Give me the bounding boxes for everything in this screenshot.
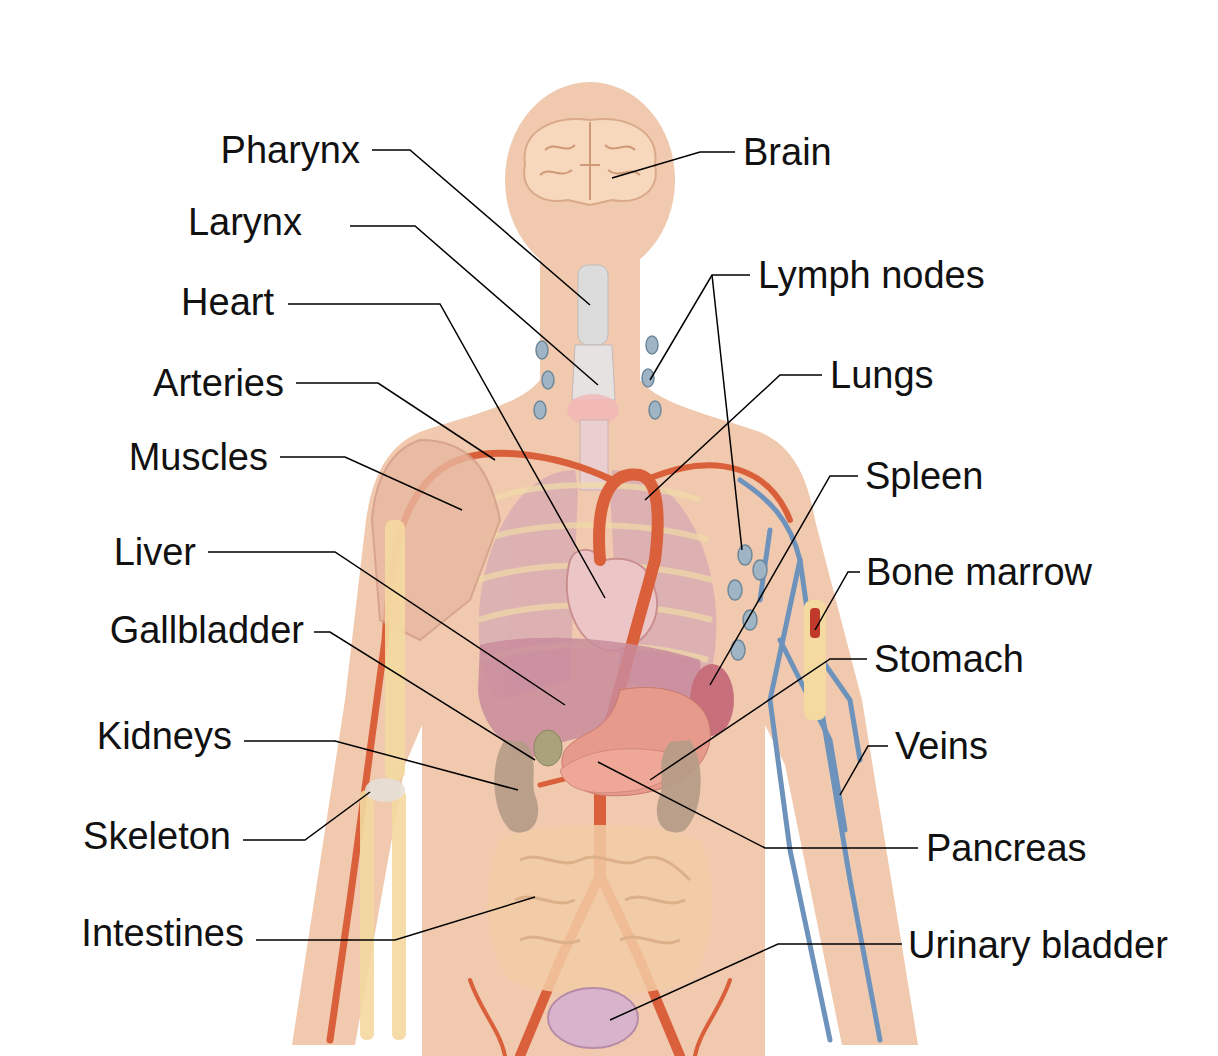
organ-label: Lymph nodes xyxy=(758,253,985,297)
organ-label: Stomach xyxy=(874,637,1024,681)
organ-label: Heart xyxy=(181,280,274,324)
urinary-bladder xyxy=(548,988,638,1048)
arteries xyxy=(330,453,790,1056)
organ-label: Spleen xyxy=(865,454,983,498)
organ-label: Veins xyxy=(895,724,988,768)
organ-label: Pharynx xyxy=(221,128,360,172)
organ-label: Gallbladder xyxy=(110,608,304,652)
bone-marrow xyxy=(804,600,826,720)
organ-label: Intestines xyxy=(81,911,244,955)
lymph-nodes xyxy=(534,336,767,660)
organ-label: Liver xyxy=(114,530,196,574)
brain xyxy=(524,119,656,205)
body-silhouette xyxy=(292,82,918,1056)
organ-label: Skeleton xyxy=(83,814,231,858)
organ-label: Brain xyxy=(743,130,832,174)
intestines xyxy=(488,825,713,995)
veins xyxy=(740,480,880,1040)
organ-label: Muscles xyxy=(129,435,268,479)
organ-label: Larynx xyxy=(188,200,302,244)
organ-label: Arteries xyxy=(153,361,284,405)
organ-label: Lungs xyxy=(830,353,934,397)
organ-label: Bone marrow xyxy=(866,550,1092,594)
gallbladder xyxy=(534,730,562,766)
skeleton-arm xyxy=(360,520,406,1040)
organ-label: Kidneys xyxy=(97,714,232,758)
airway xyxy=(567,265,619,490)
organ-label: Pancreas xyxy=(926,826,1087,870)
ribs xyxy=(478,485,712,660)
organ-label: Urinary bladder xyxy=(908,923,1168,967)
